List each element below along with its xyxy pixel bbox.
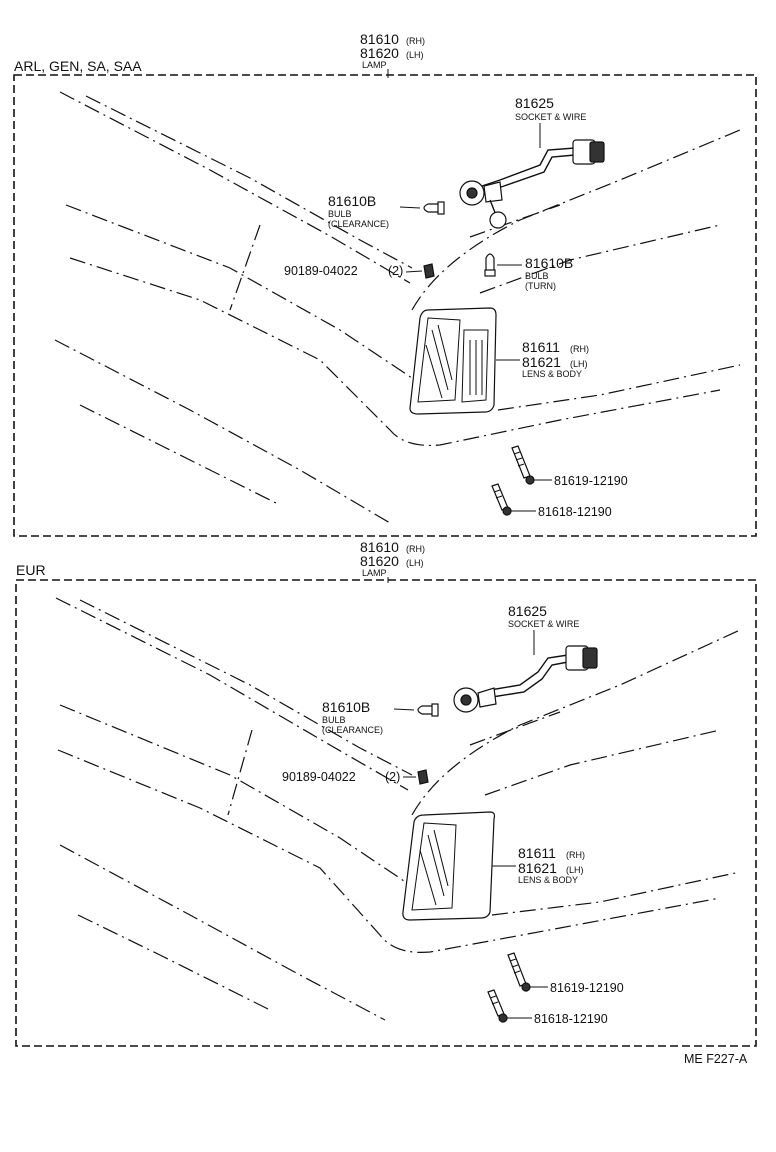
lamp-title: 81610 (RH) 81620 (LH) LAMP [360, 31, 425, 78]
screw-81619-icon [511, 445, 535, 485]
socket-name: SOCKET & WIRE [508, 619, 579, 629]
bulb-turn-number: 81610B [525, 255, 573, 271]
clip-icon [423, 263, 435, 279]
bulb-clearance-icon [423, 201, 445, 215]
bulb-clearance-sub: (CLEARANCE) [322, 725, 383, 735]
lens-and-body [402, 811, 496, 921]
lens-rh-number: 81611 [522, 339, 560, 355]
lens-rh-tag: (RH) [570, 344, 589, 354]
body-contour-lines [55, 597, 741, 1021]
bulb-clearance-leader [393, 708, 415, 711]
bulb-clearance-number: 81610B [322, 699, 370, 715]
clip-icon [417, 769, 429, 785]
lamp-rh-number: 81610 [360, 31, 399, 47]
bulb-turn-icon [484, 253, 496, 277]
socket-and-wire [453, 645, 598, 713]
lamp-name: LAMP [362, 60, 387, 70]
lamp-rh-tag: (RH) [406, 36, 425, 46]
screw2-label: 81618-12190 [534, 1012, 608, 1026]
screw1-label: 81619-12190 [554, 474, 628, 488]
screw-81618-icon [491, 483, 512, 516]
lamp-lh-tag: (LH) [406, 50, 424, 60]
socket-and-wire [459, 139, 605, 229]
lamp-title: 81610 (RH) 81620 (LH) LAMP [360, 539, 425, 583]
bulb-clearance-number: 81610B [328, 193, 376, 209]
lens-and-body [409, 307, 497, 415]
lamp-lh-number: 81620 [360, 45, 399, 61]
bulb-turn-sub: (TURN) [525, 281, 556, 291]
panel-arl-gen-sa-saa: ARL, GEN, SA, SAA 81610 (RH) 81620 (LH) … [13, 31, 757, 537]
panel-eur: EUR 81610 (RH) 81620 (LH) LAMP [15, 539, 757, 1047]
socket-number: 81625 [515, 95, 554, 111]
bulb-clearance-name: BULB [322, 715, 346, 725]
lens-lh-tag: (LH) [566, 865, 584, 875]
bulb-clearance-name: BULB [328, 209, 352, 219]
lens-lh-number: 81621 [518, 860, 557, 876]
body-contour-lines [54, 91, 741, 524]
clip-leader [405, 270, 423, 273]
clip-number: 90189-04022 [282, 770, 356, 784]
lamp-name: LAMP [362, 568, 387, 578]
lens-lh-tag: (LH) [570, 359, 588, 369]
screw1-label: 81619-12190 [550, 981, 624, 995]
section-label: EUR [16, 562, 46, 578]
clip-number: 90189-04022 [284, 264, 358, 278]
socket-name: SOCKET & WIRE [515, 112, 586, 122]
lens-name: LENS & BODY [522, 369, 582, 379]
lens-lh-number: 81621 [522, 354, 561, 370]
panel-frame [13, 74, 757, 537]
screw-81618-icon [487, 989, 508, 1023]
clip-qty: (2) [388, 264, 403, 278]
diagram-code: ME F227-A [684, 1052, 748, 1066]
bulb-clearance-icon [417, 703, 439, 717]
bulb-clearance-leader [399, 206, 421, 209]
lamp-lh-tag: (LH) [406, 558, 424, 568]
section-label: ARL, GEN, SA, SAA [14, 58, 142, 74]
clip-qty: (2) [385, 770, 400, 784]
lens-name: LENS & BODY [518, 875, 578, 885]
lens-rh-tag: (RH) [566, 850, 585, 860]
screw2-label: 81618-12190 [538, 505, 612, 519]
bulb-turn-name: BULB [525, 271, 549, 281]
lamp-rh-tag: (RH) [406, 544, 425, 554]
bulb-clearance-sub: (CLEARANCE) [328, 219, 389, 229]
lamp-rh-number: 81610 [360, 539, 399, 555]
lens-rh-number: 81611 [518, 845, 556, 861]
socket-number: 81625 [508, 603, 547, 619]
lamp-lh-number: 81620 [360, 553, 399, 569]
screw-81619-icon [507, 952, 531, 992]
panel-frame [15, 579, 757, 1047]
